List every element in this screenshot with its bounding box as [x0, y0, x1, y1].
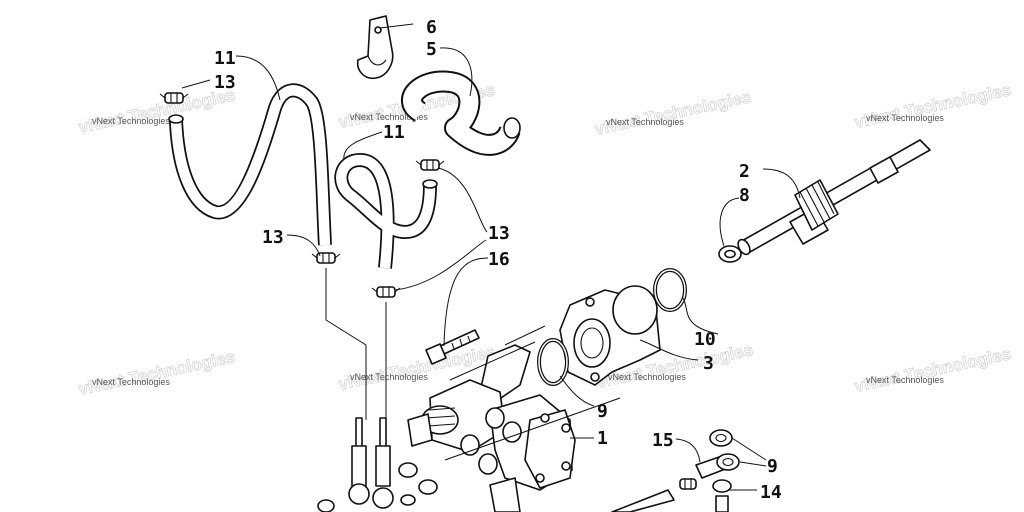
- callout-8: 8: [739, 185, 750, 206]
- callout-10: 10: [694, 329, 716, 350]
- callouts: 6 5 11 13 11 2 8 13 13 16 10 3 9 1 15 9 …: [214, 17, 782, 503]
- watermark: vNext Technologies: [608, 372, 686, 382]
- watermark-ghost: vNext Technologies: [853, 344, 1013, 396]
- callout-11-middle: 11: [383, 122, 405, 143]
- watermark-group: vNext Technologies vNext Technologies vN…: [77, 80, 1014, 399]
- hose-clamps: [159, 92, 697, 490]
- oring-10: [653, 268, 687, 312]
- callout-6: 6: [426, 17, 437, 38]
- banjo-fittings: [317, 417, 438, 512]
- watermark: vNext Technologies: [606, 117, 684, 127]
- callout-3: 3: [703, 353, 714, 374]
- oil-pump: [407, 344, 576, 512]
- drive-shaft: [737, 139, 931, 256]
- watermark-ghost: vNext Technologies: [77, 347, 237, 399]
- watermark: vNext Technologies: [866, 375, 944, 385]
- bolt-16: [425, 329, 480, 365]
- hose-middle: [334, 153, 438, 269]
- callout-13-left: 13: [214, 72, 236, 93]
- callout-15: 15: [652, 430, 674, 451]
- callout-1: 1: [597, 428, 608, 449]
- watermark-ghost: vNext Technologies: [593, 87, 753, 139]
- callout-16: 16: [488, 249, 510, 270]
- watermark: vNext Technologies: [92, 377, 170, 387]
- washer-8: [718, 245, 742, 263]
- leader-lines: [181, 23, 801, 491]
- callout-11-left: 11: [214, 48, 236, 69]
- watermark: vNext Technologies: [92, 116, 170, 126]
- callout-14: 14: [760, 482, 782, 503]
- callout-9-fitting: 9: [767, 456, 778, 477]
- callout-9-housing: 9: [597, 401, 608, 422]
- oring-9: [537, 338, 569, 386]
- watermark: vNext Technologies: [350, 372, 428, 382]
- watermark-ghost: vNext Technologies: [853, 80, 1013, 132]
- callout-5: 5: [426, 39, 437, 60]
- hose-formed: [401, 70, 521, 156]
- watermark-ghost: vNext Technologies: [77, 85, 237, 137]
- watermark: vNext Technologies: [866, 113, 944, 123]
- callout-2: 2: [739, 161, 750, 182]
- callout-13-lower: 13: [262, 227, 284, 248]
- watermark: vNext Technologies: [350, 112, 428, 122]
- p-clamp: [356, 15, 394, 80]
- callout-13-right: 13: [488, 223, 510, 244]
- pump-housing: [559, 285, 661, 386]
- hose-left: [168, 83, 332, 246]
- fitting-assembly: [611, 429, 740, 512]
